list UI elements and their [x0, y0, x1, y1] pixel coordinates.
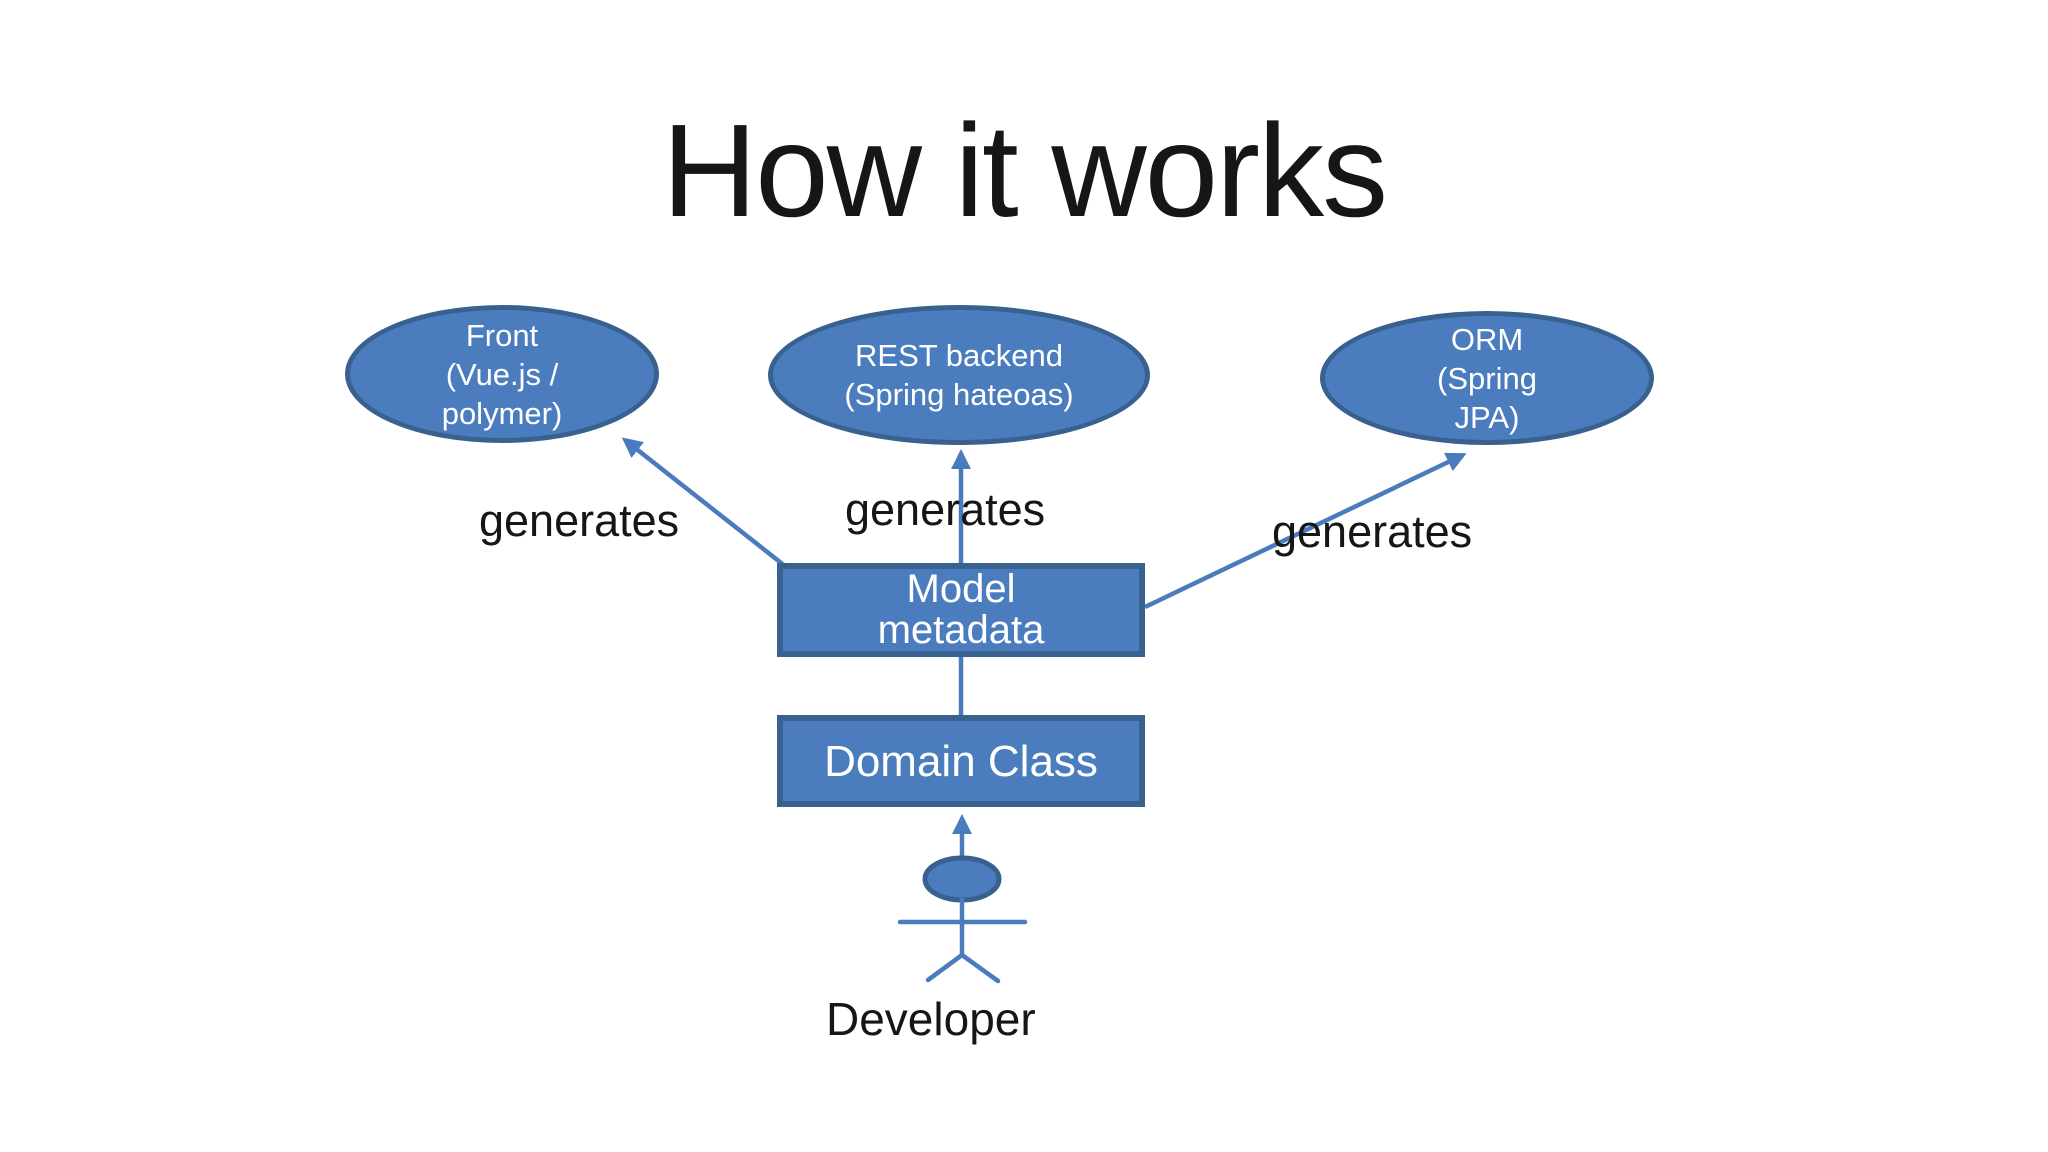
slide-title: How it works [661, 97, 1388, 244]
edge-label-generates-front: generates [479, 495, 680, 546]
node-front-label: Front (Vue.js / polymer) [441, 317, 563, 431]
node-rest-backend-label: REST backend (Spring hateoas) [844, 338, 1074, 412]
node-model-metadata-label: Model metadata [877, 567, 1045, 652]
node-orm: ORM (Spring JPA) [1320, 311, 1654, 445]
person-right-leg [959, 952, 1001, 984]
person-head [922, 855, 1002, 903]
node-domain-class: Domain Class [777, 715, 1145, 807]
stick-figure-person-icon [897, 855, 1028, 984]
edge-label-generates-rest: generates [845, 484, 1046, 535]
node-rest-backend: REST backend (Spring hateoas) [768, 305, 1150, 445]
node-model-metadata: Model metadata [777, 563, 1145, 657]
developer-label: Developer [826, 993, 1036, 1045]
node-orm-label: ORM (Spring JPA) [1437, 321, 1537, 435]
person-left-leg [925, 952, 965, 983]
node-front: Front (Vue.js / polymer) [345, 305, 659, 443]
node-domain-class-label: Domain Class [824, 736, 1098, 786]
edge-label-generates-orm: generates [1272, 506, 1473, 557]
